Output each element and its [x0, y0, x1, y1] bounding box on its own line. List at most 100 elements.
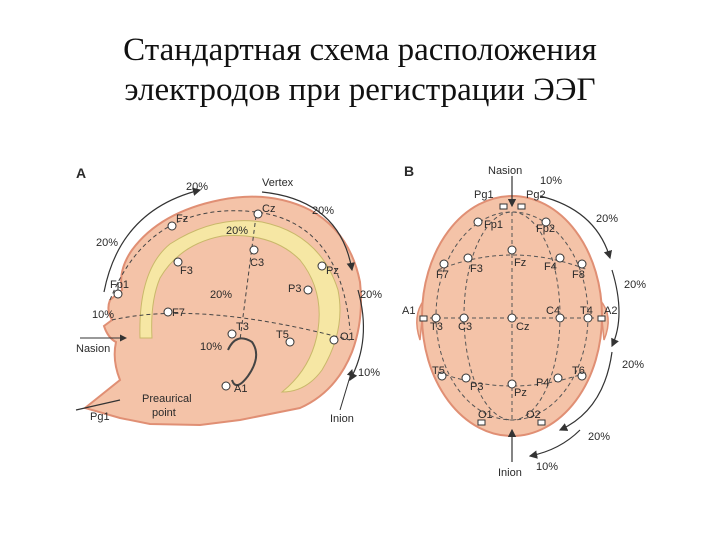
electrode-a-t5-label: T5 — [276, 329, 289, 341]
electrode-a-fz-label: Fz — [176, 213, 188, 225]
electrode-a-c3-label: C3 — [250, 257, 264, 269]
electrode-a-fz — [167, 221, 177, 231]
pct-a-8: 10% — [358, 367, 380, 379]
electrode-b-p4 — [553, 373, 563, 383]
electrode-b-p3-label: P3 — [470, 381, 483, 393]
electrode-b-f7-label: F7 — [436, 269, 449, 281]
electrode-b-t6 — [577, 371, 587, 381]
electrode-b-a2 — [597, 315, 606, 322]
electrode-b-o2-label: O2 — [526, 409, 541, 421]
panel-b-label: B — [404, 163, 414, 179]
pg1-label-a: Pg1 — [90, 411, 110, 423]
electrode-b-cz — [507, 313, 517, 323]
electrode-a-f7 — [163, 307, 173, 317]
electrode-b-f7 — [439, 259, 449, 269]
pct-b-2: 20% — [596, 213, 618, 225]
preauricular-label-2: point — [152, 407, 176, 419]
electrode-b-t3 — [431, 313, 441, 323]
electrode-b-c3 — [459, 313, 469, 323]
panel-a-label: A — [76, 165, 86, 181]
pct-a-2: 20% — [312, 205, 334, 217]
electrode-b-t5 — [437, 371, 447, 381]
electrode-b-pg1 — [499, 203, 508, 210]
electrode-a-pz — [317, 261, 327, 271]
electrode-b-fp2 — [541, 217, 551, 227]
electrode-b-o1-label: O1 — [478, 409, 493, 421]
preauricular-label-1: Preaurical — [142, 393, 192, 405]
electrode-b-pg1-label: Pg1 — [474, 189, 494, 201]
electrode-a-p3 — [303, 285, 313, 295]
pct-a-4: 20% — [226, 225, 248, 237]
electrode-b-a2-label: A2 — [604, 305, 617, 317]
electrode-a-fp1-label: Fp1 — [110, 279, 129, 291]
electrode-b-fp1-label: Fp1 — [484, 219, 503, 231]
electrode-b-f8 — [577, 259, 587, 269]
electrode-b-pz — [507, 379, 517, 389]
electrode-a-f3 — [173, 257, 183, 267]
electrode-a-p3-label: P3 — [288, 283, 301, 295]
pct-a-7: 10% — [200, 341, 222, 353]
electrode-b-f3-label: F3 — [470, 263, 483, 275]
electrode-b-c4-label: C4 — [546, 305, 560, 317]
panel-b: B Nasion Inion 10% 20% 20% 20% 20% 10% P… — [402, 163, 646, 479]
electrode-b-t4 — [583, 313, 593, 323]
electrode-b-c4 — [555, 313, 565, 323]
electrode-b-pz-label: Pz — [514, 387, 527, 399]
electrode-a-t5 — [285, 337, 295, 347]
electrode-a-o1-label: O1 — [340, 331, 355, 343]
pct-a-3: 20% — [96, 237, 118, 249]
electrode-b-pg2 — [517, 203, 526, 210]
electrode-a-c3 — [249, 245, 259, 255]
electrode-b-t4-label: T4 — [580, 305, 593, 317]
electrode-b-fp1 — [473, 217, 483, 227]
title-line-2: электродов при регистрации ЭЭГ — [124, 72, 596, 108]
electrode-a-cz — [253, 209, 263, 219]
electrode-b-f3 — [463, 253, 473, 263]
electrode-a-f7-label: F7 — [172, 307, 185, 319]
pct-a-9: 20% — [360, 289, 382, 301]
electrode-a-cz-label: Cz — [262, 203, 275, 215]
electrode-b-t3-label: T3 — [430, 321, 443, 333]
electrode-a-t3 — [227, 329, 237, 339]
inion-label-a: Inion — [330, 413, 354, 425]
nasion-label-b: Nasion — [488, 165, 522, 177]
electrode-a-a1-label: A1 — [234, 383, 247, 395]
electrode-b-pg2-label: Pg2 — [526, 189, 546, 201]
electrode-b-fp2-label: Fp2 — [536, 223, 555, 235]
electrode-b-t5-label: T5 — [432, 365, 445, 377]
electrode-b-f4 — [555, 253, 565, 263]
electrode-b-p4-label: P4 — [536, 377, 549, 389]
pct-a-1: 20% — [186, 181, 208, 193]
electrode-b-t6-label: T6 — [572, 365, 585, 377]
pct-b-5: 20% — [588, 431, 610, 443]
inion-label-b: Inion — [498, 467, 522, 479]
electrode-b-fz-label: Fz — [514, 257, 526, 269]
panel-a-head — [82, 195, 362, 427]
electrode-b-f4-label: F4 — [544, 261, 557, 273]
pct-b-1: 10% — [540, 175, 562, 187]
electrode-b-cz-label: Cz — [516, 321, 529, 333]
panel-a: A Vertex Nasion Inion Preaurical point P… — [75, 165, 382, 427]
pct-b-6: 10% — [536, 461, 558, 473]
electrode-a-pz-label: Pz — [326, 265, 339, 277]
electrode-b-a1 — [419, 315, 428, 322]
pct-a-6: 10% — [92, 309, 114, 321]
electrode-a-t3-label: T3 — [236, 321, 249, 333]
pct-a-5: 20% — [210, 289, 232, 301]
electrode-b-a1-label: A1 — [402, 305, 415, 317]
pct-b-3: 20% — [624, 279, 646, 291]
electrode-a-a1 — [221, 381, 231, 391]
electrode-a-o1 — [329, 335, 339, 345]
pct-b-4: 20% — [622, 359, 644, 371]
panel-a-ear — [227, 337, 258, 387]
title-line-1: Стандартная схема расположения — [123, 32, 597, 68]
panel-a-brain-band — [139, 220, 341, 393]
page-title: Стандартная схема расположения электродо… — [0, 30, 720, 110]
nasion-label-a: Nasion — [76, 343, 110, 355]
electrode-b-fz — [507, 245, 517, 255]
electrode-b-p3 — [461, 373, 471, 383]
vertex-label: Vertex — [262, 177, 294, 189]
electrode-b-o1 — [477, 419, 486, 426]
electrode-b-o2 — [537, 419, 546, 426]
